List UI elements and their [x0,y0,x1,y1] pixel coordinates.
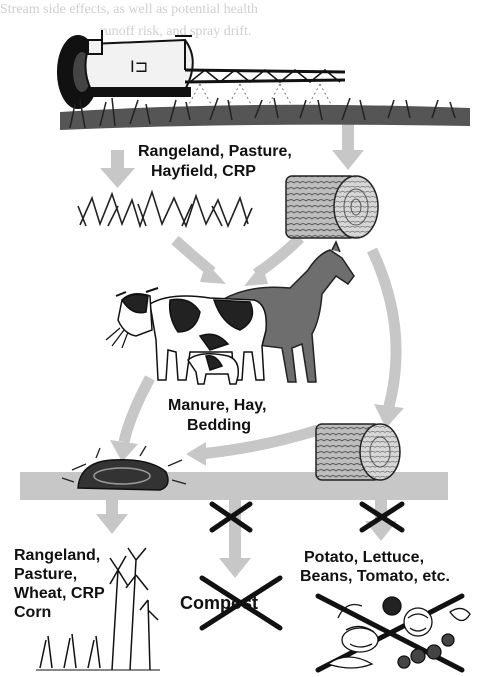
arrow-to-crops-head [96,514,128,534]
label-manure-line-2: Bedding [187,417,251,435]
cut-grass-drawing [78,192,252,226]
arrow-to-compost-head [219,558,251,578]
sprayer-tractor: Ⅰ⊐ [58,30,470,130]
vegetables-drawing [328,597,470,668]
spray-mist [188,84,332,106]
arrow-field-to-grass-head [100,168,135,188]
label-vegetables-line-2: Beans, Tomato, etc. [300,568,450,586]
hay-bale-2 [316,424,400,480]
hay-bale-1 [286,176,378,238]
arrow-animals-to-manure [124,378,150,442]
label-manure-line-1: Manure, Hay, [168,397,266,415]
label-hay-fields-line-2: Hayfield, CRP [151,163,256,181]
svg-text:Ⅰ⊐: Ⅰ⊐ [130,59,148,76]
arrow-field-to-bale-head [332,150,364,170]
label-hay-fields-line-1: Rangeland, Pasture, [138,143,292,161]
label-safe-crops-line-2: Pasture, [14,566,77,584]
cow-drawing [106,288,266,384]
arrow-bale-to-bale2 [372,250,396,410]
label-compost: Compost [180,594,258,614]
label-safe-crops-line-4: Corn [14,604,51,622]
label-vegetables-line-1: Potato, Lettuce, [304,549,424,567]
label-safe-crops-line-1: Rangeland, [14,547,100,565]
label-safe-crops-line-3: Wheat, CRP [14,585,105,603]
